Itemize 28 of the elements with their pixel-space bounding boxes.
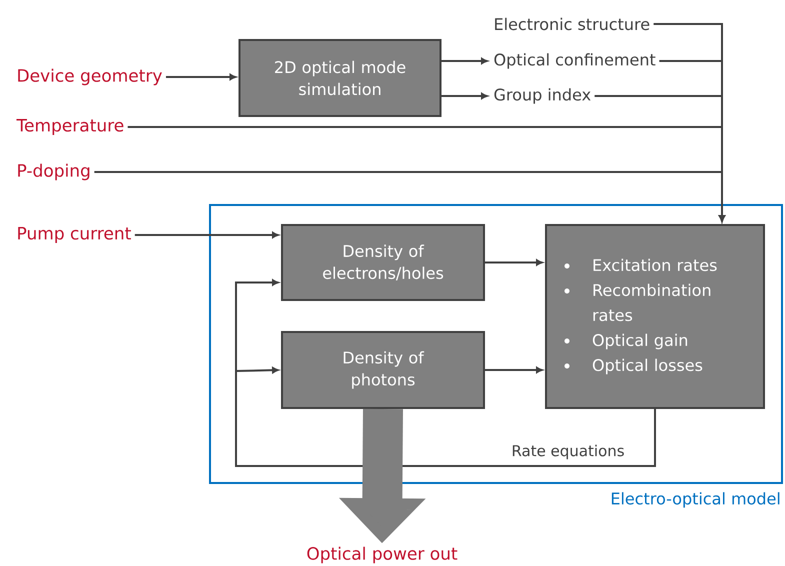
node-label: Optical losses <box>592 358 702 374</box>
output-label: Group index <box>494 88 591 104</box>
process-box: Excitation rates Recombination rates Optical gain Optical losses <box>545 224 765 409</box>
process-box: Density of photons <box>281 331 485 409</box>
input-label: P-doping <box>18 164 90 180</box>
node-label: Recombination rates <box>593 284 710 322</box>
arrow <box>235 279 279 371</box>
output-label: Optical confinement <box>494 53 656 69</box>
process-box: Density of electrons/holes <box>281 224 485 301</box>
input-label: Temperature <box>16 119 124 135</box>
arrow <box>442 58 488 64</box>
connector-line <box>235 371 656 467</box>
arrow <box>134 232 279 238</box>
arrow <box>442 92 488 100</box>
output-label: Optical power out <box>307 546 458 564</box>
arrow <box>236 367 279 374</box>
arrow <box>654 23 726 222</box>
node-label: Electro-optical model <box>612 492 780 508</box>
process-box: 2D optical mode simulation <box>238 39 442 117</box>
edge-label: Rate equations <box>510 444 626 460</box>
output-label: Electronic structure <box>495 18 650 30</box>
node-label: Optical gain <box>592 334 688 350</box>
input-label: Pump current <box>18 227 131 243</box>
node-label: Excitation rates <box>594 258 717 272</box>
arrow <box>485 259 543 266</box>
input-label: Device geometry <box>18 68 162 86</box>
arrow <box>485 366 543 374</box>
arrow <box>166 74 236 80</box>
